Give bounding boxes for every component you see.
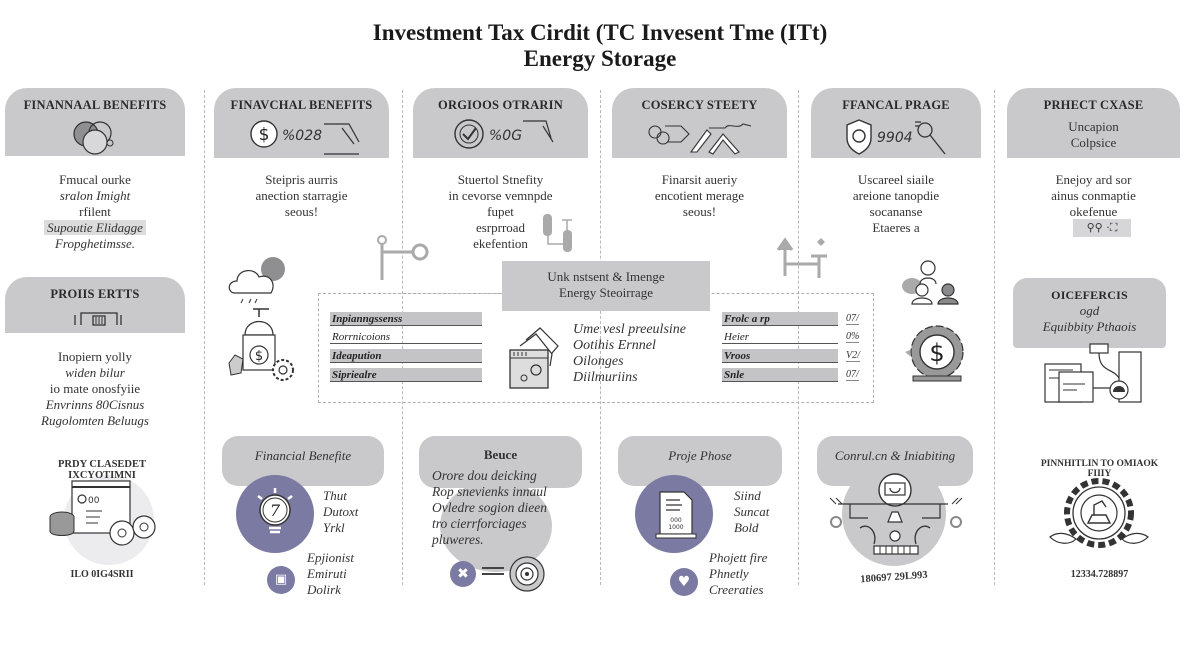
- seal-left: PRDY CLASEDET IXCYOTIMNI 00 ILO 0IG4SRII: [32, 455, 172, 585]
- document-icon: 000 1000: [655, 491, 697, 539]
- dollar-circle-icon: $ %028: [250, 120, 360, 155]
- card-body: Steipris aurris anection starragie seous…: [255, 172, 348, 219]
- svg-text:1000: 1000: [668, 524, 683, 531]
- people-icon: ⚲⚲ ·⛶: [1073, 219, 1131, 237]
- svg-text:$: $: [259, 125, 270, 145]
- card-heading: PRHECT CXASE: [1043, 98, 1144, 112]
- card-heading: ORGIOOS OTRARIN: [438, 98, 563, 112]
- bottom-card-side-text: Siind Suncat Bold: [734, 488, 770, 535]
- row-value: 07/: [846, 369, 859, 381]
- divider: [600, 90, 601, 585]
- svg-text:$: $: [255, 349, 263, 364]
- row-value: V2/: [846, 350, 860, 362]
- bottom-card-beuce: Beuce: [419, 436, 582, 488]
- card-financial-benefits-1: FINANNAAL BENEFITS: [5, 88, 185, 156]
- dashboard-coins-icon: 00: [49, 480, 156, 546]
- card-heading: FINAVCHAL BENEFITS: [230, 98, 373, 112]
- svg-text:9904: 9904: [877, 130, 913, 146]
- target-icon: [509, 556, 545, 592]
- folder-documents-icon: [509, 327, 559, 389]
- check-circle-icon: %0G: [454, 119, 554, 149]
- svg-text:7: 7: [270, 501, 281, 520]
- card-oiceferc-is: OICEFERCIS ogd Equibbity Pthaois: [1013, 278, 1166, 348]
- dollar-gear-icon: $: [905, 325, 964, 382]
- card-body: Enejoy ard sor ainus conmaptie okefenue: [1051, 172, 1136, 219]
- card-prhect-cxase: PRHECT CXASE Uncapion Colpsice: [1007, 88, 1180, 158]
- briefcase-icon: ▣: [267, 566, 295, 594]
- bottom-card-side-text-2: Epjionist Emiruti Dolirk: [307, 550, 354, 597]
- left-row: Sipriealre: [330, 368, 482, 382]
- card-ffancal-prage: FFANCAL PRAGE 9904: [811, 88, 981, 158]
- equals-icon: [482, 567, 504, 575]
- card-body: Uscareel siaile areione tanopdie socanan…: [852, 172, 940, 235]
- close-badge-icon: ✖: [450, 561, 476, 587]
- card-body: Finarsit aueriy encotient merage seous!: [654, 172, 745, 219]
- lightbulb-7-icon: 7: [257, 488, 293, 534]
- card-financial-benefits-2: FINAVCHAL BENEFITS $ %028: [214, 88, 389, 158]
- svg-text:00: 00: [88, 496, 100, 506]
- title-line-1: Investment Tax Cirdit (TC Invesent Tme (…: [372, 20, 828, 45]
- center-heading: Unk nstsent & Imenge Energy Steoirrage: [502, 261, 710, 311]
- bottom-card-body: Orore dou deicking Rop snevienks innaul …: [432, 468, 547, 547]
- row-value: 07/: [846, 313, 859, 325]
- connections-icon: [648, 123, 752, 155]
- card-heading: COSERCY STEETY: [641, 98, 758, 112]
- documents-network-icon: [1044, 343, 1142, 403]
- bottom-card-side-text-2: Phojett fire Phnetly Creeraties: [709, 550, 768, 597]
- icon-label: %028: [282, 128, 322, 144]
- card-heading: FFANCAL PRAGE: [842, 98, 950, 112]
- machinery-icon: [829, 473, 963, 555]
- title-line-2: Energy Storage: [523, 46, 677, 71]
- building-icon: [74, 312, 122, 326]
- divider: [204, 90, 205, 585]
- right-row: Vroos: [722, 349, 838, 363]
- shield-icon: 9904: [846, 119, 946, 155]
- card-proiis-ertts: PROIIS ERTTS: [5, 277, 185, 333]
- card-body: Fmucal ourke sralon Imight rfilent Supou…: [5, 172, 185, 252]
- right-row: Heier: [722, 330, 838, 344]
- card-heading: FINANNAAL BENEFITS: [23, 98, 167, 112]
- gear-hands-icon: [1049, 478, 1149, 548]
- bottom-card-financial-benefite: Financial Benefite: [222, 436, 384, 486]
- valve-icon: [776, 237, 827, 278]
- left-row: Inpianngssenss: [330, 312, 482, 326]
- left-row: Rorrnicoions: [330, 330, 482, 344]
- center-description: Ume vesl preeulsine Ootihis Ernnel Oilon…: [573, 322, 686, 385]
- people-group-icon: [902, 260, 959, 305]
- coins-icon: [73, 121, 114, 155]
- divider: [994, 90, 995, 585]
- seal-bottom-text: 12334.728897: [1070, 569, 1129, 580]
- pipe-connector-icon: [377, 235, 429, 280]
- card-cosercy-steety: COSERCY STEETY: [612, 88, 787, 158]
- svg-text:$: $: [929, 339, 944, 367]
- card-body: Inopiern yolly widen bilur io mate onosf…: [41, 349, 149, 428]
- highlight-text: Supoutie Elidagge: [44, 220, 146, 235]
- card-body: Stuertol Stnefity in cevorse vemnpde fup…: [448, 172, 553, 251]
- card-heading: PROIIS ERTTS: [50, 287, 140, 301]
- right-row: Frolc a rp: [722, 312, 838, 326]
- seal-ring-text: PRDY CLASEDET IXCYOTIMNI: [58, 459, 146, 481]
- divider: [402, 90, 403, 585]
- seal-right: PINNHITLIN TO OMIAOK FIIIY 12334.728897: [1032, 455, 1167, 585]
- card-orgioos-otrarin: ORGIOOS OTRARIN %0G: [413, 88, 588, 158]
- bottom-card-side-text: Thut Dutoxt Yrkl: [323, 488, 359, 535]
- machinery-caption: 180697 29L993: [859, 569, 928, 586]
- right-row: Snle: [722, 368, 838, 382]
- cloud-money-jar-icon: $: [228, 257, 294, 381]
- left-row: Ideapution: [330, 349, 482, 363]
- svg-text:000: 000: [670, 517, 682, 524]
- divider: [798, 90, 799, 585]
- heart-badge-icon: ♥: [670, 568, 698, 596]
- battery-cells-icon: [543, 214, 572, 252]
- svg-text:%0G: %0G: [489, 128, 522, 144]
- seal-ring-text: PINNHITLIN TO OMIAOK FIIIY: [1040, 459, 1159, 479]
- decorative-blob: [440, 480, 552, 572]
- row-value: 0%: [846, 331, 860, 343]
- seal-bottom-text: ILO 0IG4SRII: [70, 569, 134, 580]
- page-title: Investment Tax Cirdit (TC Invesent Tme (…: [0, 20, 1200, 72]
- bottom-card-proje-phose: Proje Phose: [618, 436, 782, 486]
